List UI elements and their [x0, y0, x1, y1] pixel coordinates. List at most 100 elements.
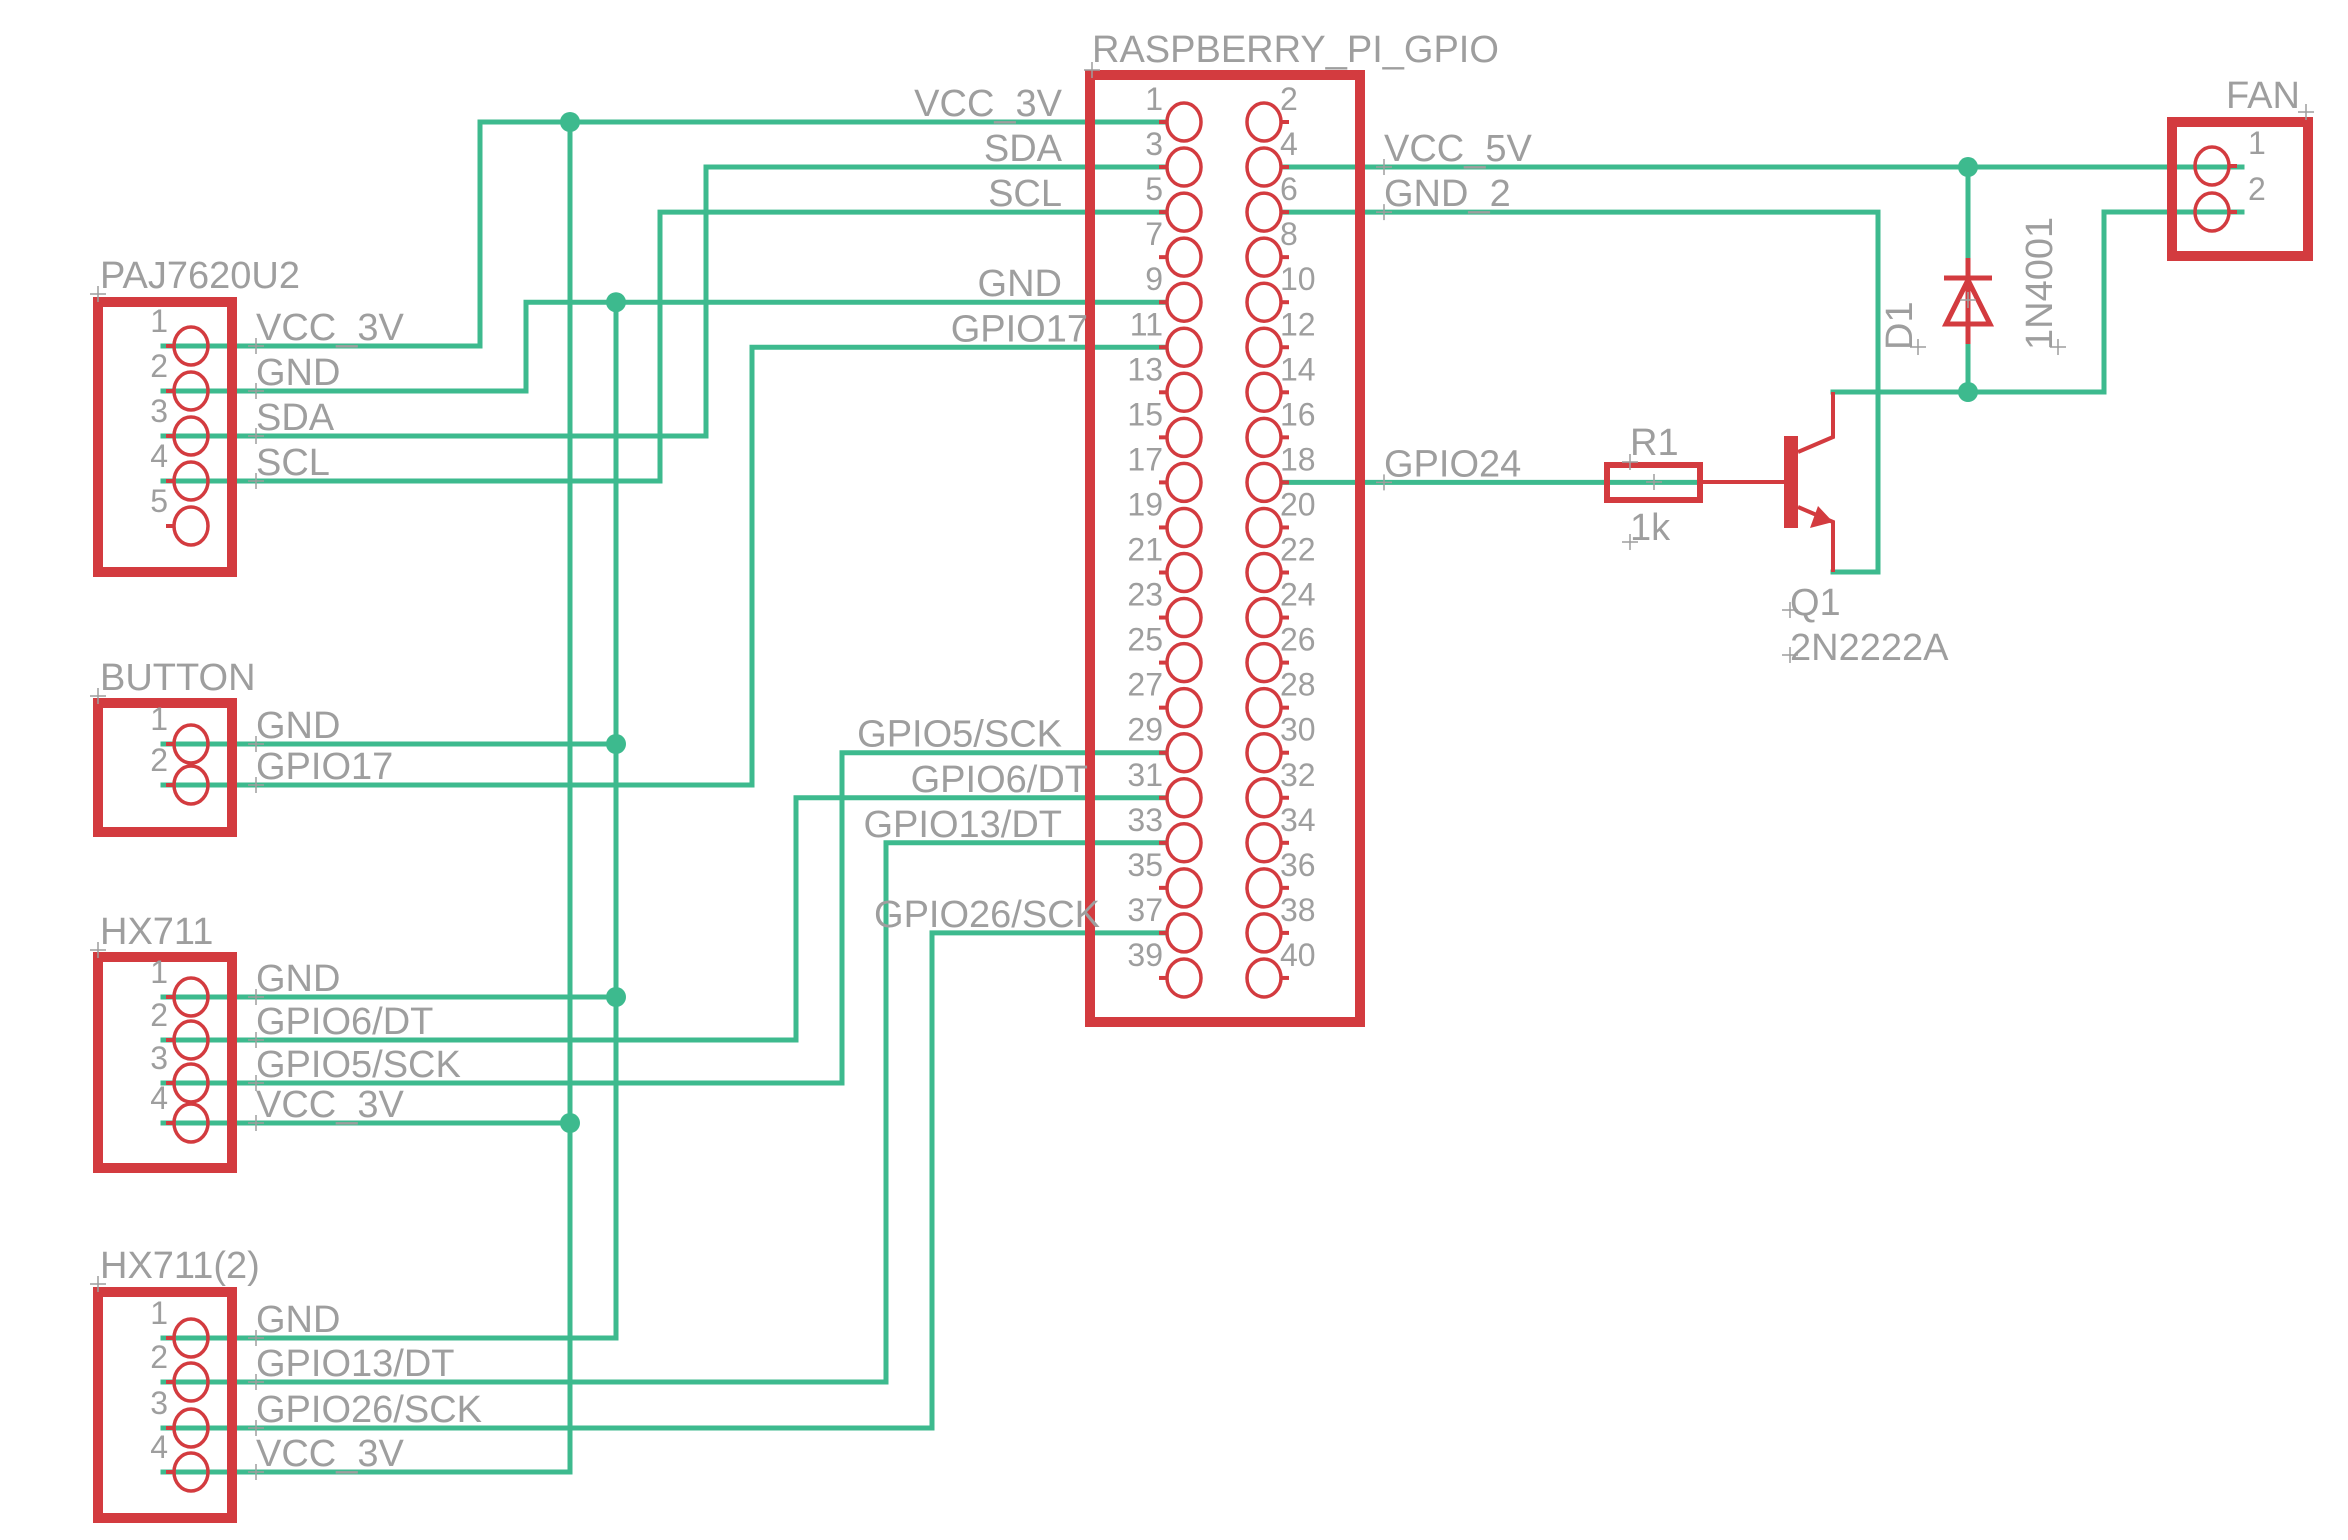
origin-mark — [248, 383, 264, 399]
origin-mark — [90, 688, 106, 704]
pin-pad — [1165, 191, 1203, 233]
pin-pad — [1245, 461, 1283, 504]
origin-mark — [248, 1075, 264, 1091]
connector-box — [93, 297, 237, 577]
net-label: VCC_5V — [1384, 128, 1532, 170]
origin-mark — [248, 338, 264, 354]
pin-pad — [1165, 596, 1203, 639]
origin-mark — [1376, 474, 1392, 491]
net-label: GND — [256, 1299, 340, 1341]
pin-pad — [1245, 191, 1283, 233]
origin-mark — [248, 1374, 264, 1390]
net-label: GPIO26/SCK — [256, 1389, 482, 1431]
pin-pad — [1165, 957, 1203, 999]
pin-number: 34 — [1280, 802, 1316, 838]
net-label: GPIO17 — [256, 746, 393, 788]
pin-pad — [1165, 551, 1203, 594]
pin-pad — [1165, 146, 1203, 188]
net-label: GPIO24 — [1384, 443, 1521, 485]
wire-gpio13-dt — [160, 840, 1166, 1385]
pin-pad — [1165, 371, 1203, 414]
pin-number: 27 — [1127, 667, 1163, 703]
pin-pad — [1245, 326, 1283, 368]
pin-number: 24 — [1280, 577, 1316, 613]
pin-pad — [1165, 641, 1203, 684]
net-label: VCC_3V — [256, 1084, 404, 1126]
net-label: VCC_3V — [914, 83, 1062, 125]
pin-number: 4 — [150, 1080, 168, 1116]
pin-pad — [1165, 101, 1203, 143]
pin-number: 33 — [1127, 802, 1163, 838]
pin-pad — [1245, 101, 1283, 143]
pin-pad — [1245, 822, 1283, 864]
pin-pad — [1245, 686, 1283, 729]
pin-number: 20 — [1280, 486, 1316, 522]
pin-number: 4 — [1280, 126, 1298, 162]
parts — [93, 70, 2313, 1523]
junction-dot — [606, 734, 626, 754]
pin-number: 1 — [1145, 81, 1163, 117]
wire-vcc-3v-bus — [160, 119, 573, 1475]
pin-pad — [1165, 236, 1203, 278]
net-label: GPIO17 — [951, 308, 1088, 350]
pin-pad — [1245, 146, 1283, 188]
pin-number: 2 — [1280, 81, 1298, 117]
net-label: GPIO6/DT — [911, 759, 1088, 801]
origin-mark — [248, 1464, 264, 1480]
pin-number: 12 — [1280, 306, 1316, 342]
pin-number: 9 — [1145, 261, 1163, 297]
pin-number: 36 — [1280, 847, 1316, 883]
pin-number: 2 — [150, 348, 168, 384]
pin-pad — [1165, 326, 1203, 368]
pin-number: 1 — [2248, 125, 2266, 161]
pin-pad — [1245, 236, 1283, 278]
transistor-ref: Q1 — [1790, 582, 1841, 624]
origin-mark — [1960, 292, 1976, 308]
pin-number: 39 — [1127, 937, 1163, 973]
pin-number: 8 — [1280, 216, 1298, 252]
pin-number: 5 — [1145, 171, 1163, 207]
diode-anode-triangle — [1941, 274, 1995, 327]
net-label: GPIO5/SCK — [857, 714, 1062, 756]
pin-number: 3 — [150, 1385, 168, 1421]
origin-mark — [248, 473, 264, 489]
origin-mark — [248, 989, 264, 1005]
pin-number: 14 — [1280, 351, 1316, 387]
pin-number: 4 — [150, 1429, 168, 1465]
connector-name: HX711(2) — [100, 1245, 260, 1287]
pin-number: 4 — [150, 438, 168, 474]
pin-number: 38 — [1280, 892, 1316, 928]
junction-dot — [606, 987, 626, 1007]
wire-sda — [160, 164, 1166, 439]
pin-number: 15 — [1127, 396, 1163, 432]
origin-mark — [1782, 602, 1798, 618]
pin-pad — [1165, 686, 1203, 729]
pin-number: 1 — [150, 303, 168, 339]
net-label: VCC_3V — [256, 307, 404, 349]
origin-mark — [1622, 454, 1638, 470]
net-label: SCL — [256, 442, 330, 484]
pin-pad — [1245, 371, 1283, 414]
pin-pad — [172, 505, 210, 547]
origin-mark — [1376, 159, 1392, 176]
junction-dot — [606, 292, 626, 313]
pin-number: 11 — [1130, 306, 1163, 342]
transistor-value: 2N2222A — [1790, 627, 1949, 669]
pin-number: 2 — [2248, 171, 2266, 207]
pin-number: 1 — [150, 701, 168, 737]
transistor-emitter-arrow — [1810, 506, 1833, 528]
origin-mark — [1646, 474, 1662, 490]
net-label: SCL — [988, 173, 1062, 215]
pin-number: 17 — [1127, 441, 1163, 477]
pin-number: 7 — [1145, 216, 1163, 252]
fan-box — [2167, 117, 2313, 261]
origin-mark — [248, 1420, 264, 1436]
wire-gpio5-sck — [160, 750, 1166, 1086]
net-label: GND — [978, 263, 1062, 305]
pin-number: 21 — [1127, 532, 1163, 568]
pin-pad — [1245, 506, 1283, 549]
net-label: GND_2 — [1384, 173, 1511, 215]
junction-dot — [1958, 157, 1978, 178]
